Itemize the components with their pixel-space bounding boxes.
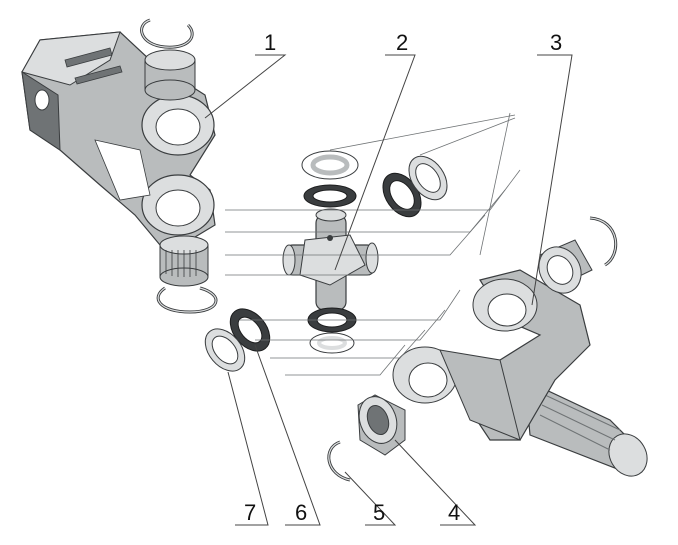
- needle-bearing-cup: [357, 394, 406, 456]
- needle-bearing-right: [538, 239, 593, 294]
- washer-right-light: [408, 155, 448, 201]
- leader-lines: [204, 54, 573, 526]
- seal-ring: [229, 308, 271, 352]
- callout-1: 1: [264, 30, 276, 55]
- needle-bearing-bottom-left: [159, 235, 209, 287]
- seal-top-light: [301, 150, 359, 180]
- callout-6: 6: [295, 500, 307, 525]
- circlip-bottom-left: [156, 286, 218, 314]
- washer: [204, 328, 246, 372]
- washer-bottom-light: [309, 332, 355, 354]
- callout-labels: 1 2 3 4 5 6 7: [244, 30, 562, 525]
- circlip: [327, 440, 351, 482]
- callout-5: 5: [373, 500, 385, 525]
- callout-2: 2: [396, 30, 408, 55]
- needle-bearing-top-left: [144, 49, 196, 101]
- seal-top-dark: [303, 184, 357, 208]
- alignment-lines: [225, 112, 521, 376]
- cross-spider: [282, 208, 379, 311]
- circlip-top-left: [140, 18, 194, 49]
- callout-3: 3: [550, 30, 562, 55]
- seal-right-dark: [382, 172, 422, 218]
- circlip-right: [589, 216, 618, 267]
- callout-4: 4: [448, 500, 460, 525]
- yoke-right-splined: [392, 269, 648, 477]
- callout-7: 7: [244, 500, 256, 525]
